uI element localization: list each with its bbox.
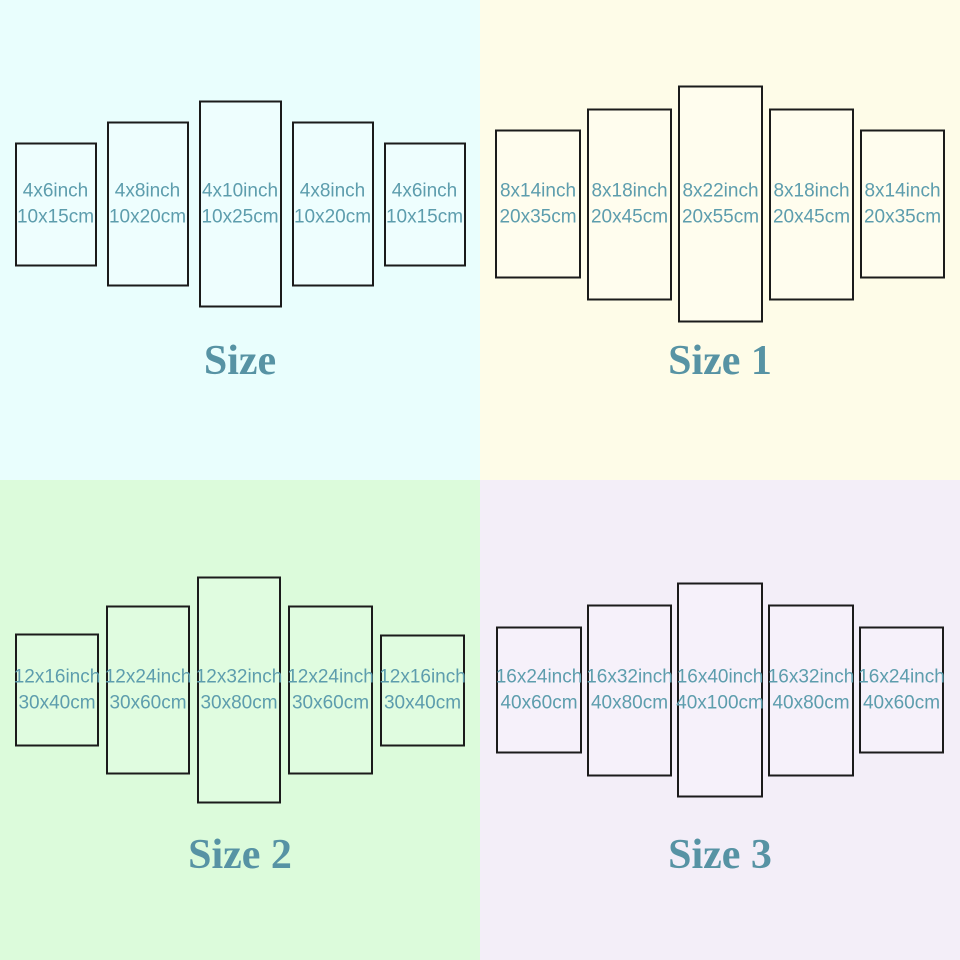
- panel-row: 16x24inch 40x60cm 16x32inch 40x80cm 16x4…: [480, 582, 960, 798]
- panel-size-cm: 30x60cm: [291, 692, 370, 713]
- panel-size-inch: 4x8inch: [114, 180, 181, 201]
- panel-size-cm: 40x60cm: [500, 692, 578, 713]
- panel-size-inch: 4x8inch: [299, 180, 366, 201]
- canvas-panel-5: 16x24inch 40x60cm: [858, 626, 945, 754]
- panel-size-cm: 20x35cm: [863, 206, 942, 227]
- canvas-panel-4: 8x18inch 20x45cm: [769, 108, 854, 300]
- panel-size-inch: 4x6inch: [391, 180, 458, 201]
- panel-size-cm: 40x60cm: [862, 692, 941, 713]
- canvas-panel-2: 4x8inch 10x20cm: [106, 121, 189, 287]
- panel-size-cm: 20x45cm: [772, 206, 851, 227]
- canvas-panel-1: 16x24inch 40x60cm: [495, 626, 583, 754]
- panel-size-cm: 30x40cm: [383, 692, 462, 713]
- panel-size-inch: 8x22inch: [682, 180, 759, 201]
- panel-size-cm: 20x45cm: [590, 206, 669, 227]
- panel-size-inch: 8x14inch: [499, 180, 577, 201]
- panel-row: 4x6inch 10x15cm 4x8inch 10x20cm 4x10inch…: [0, 100, 480, 308]
- canvas-panel-3: 8x22inch 20x55cm: [678, 85, 763, 323]
- panel-size-inch: 12x16inch: [13, 666, 101, 687]
- panel-row: 8x14inch 20x35cm 8x18inch 20x45cm 8x22in…: [480, 85, 960, 323]
- panel-size-cm: 10x25cm: [201, 206, 279, 227]
- panel-size-cm: 40x80cm: [590, 692, 669, 713]
- canvas-panel-1: 8x14inch 20x35cm: [495, 129, 581, 279]
- canvas-panel-4: 4x8inch 10x20cm: [291, 121, 374, 287]
- panel-size-cm: 40x100cm: [676, 692, 764, 713]
- canvas-panel-5: 12x16inch 30x40cm: [379, 634, 466, 746]
- quadrant-size-3: 16x24inch 40x60cm 16x32inch 40x80cm 16x4…: [480, 480, 960, 960]
- panel-size-cm: 30x80cm: [200, 692, 278, 713]
- canvas-panel-4: 12x24inch 30x60cm: [287, 605, 374, 775]
- panel-row: 12x16inch 30x40cm 12x24inch 30x60cm 12x3…: [0, 576, 480, 804]
- panel-size-inch: 16x40inch: [676, 666, 764, 687]
- canvas-panel-3: 4x10inch 10x25cm: [198, 100, 282, 308]
- quadrant-size: 4x6inch 10x15cm 4x8inch 10x20cm 4x10inch…: [0, 0, 480, 480]
- quadrant-title: Size: [203, 338, 277, 384]
- panel-size-cm: 20x55cm: [681, 206, 760, 227]
- panel-size-cm: 10x15cm: [385, 206, 464, 227]
- quadrant-title: Size 3: [668, 832, 772, 878]
- panel-size-inch: 8x18inch: [591, 180, 668, 201]
- panel-size-cm: 10x20cm: [293, 206, 372, 227]
- panel-size-cm: 40x80cm: [772, 692, 850, 713]
- panel-size-cm: 30x60cm: [109, 692, 187, 713]
- quadrant-size-2: 12x16inch 30x40cm 12x24inch 30x60cm 12x3…: [0, 480, 480, 960]
- canvas-panel-4: 16x32inch 40x80cm: [768, 604, 854, 776]
- canvas-panel-2: 12x24inch 30x60cm: [104, 605, 192, 775]
- panel-size-cm: 10x20cm: [108, 206, 187, 227]
- panel-size-inch: 16x32inch: [767, 666, 855, 687]
- canvas-panel-3: 16x40inch 40x100cm: [676, 582, 764, 798]
- panel-size-inch: 12x24inch: [104, 666, 192, 687]
- canvas-panel-1: 12x16inch 30x40cm: [13, 633, 101, 747]
- panel-size-inch: 16x24inch: [495, 666, 583, 687]
- canvas-panel-2: 16x32inch 40x80cm: [586, 604, 673, 776]
- panel-size-cm: 10x15cm: [16, 206, 95, 227]
- panel-size-inch: 12x16inch: [379, 666, 466, 687]
- panel-size-inch: 4x6inch: [22, 180, 89, 201]
- panel-size-inch: 8x14inch: [864, 180, 941, 201]
- panel-size-inch: 16x24inch: [858, 666, 945, 687]
- canvas-panel-2: 8x18inch 20x45cm: [587, 108, 672, 300]
- canvas-panel-1: 4x6inch 10x15cm: [14, 142, 97, 266]
- panel-size-inch: 4x10inch: [201, 180, 279, 201]
- panel-size-inch: 12x32inch: [195, 666, 283, 687]
- quadrant-title: Size 1: [668, 338, 772, 384]
- canvas-panel-3: 12x32inch 30x80cm: [195, 576, 283, 804]
- panel-size-inch: 16x32inch: [586, 666, 673, 687]
- canvas-panel-5: 4x6inch 10x15cm: [383, 142, 466, 266]
- panel-size-cm: 30x40cm: [18, 692, 96, 713]
- panel-size-inch: 12x24inch: [287, 666, 374, 687]
- panel-size-cm: 20x35cm: [499, 206, 577, 227]
- panel-size-inch: 8x18inch: [773, 180, 850, 201]
- quadrant-size-1: 8x14inch 20x35cm 8x18inch 20x45cm 8x22in…: [480, 0, 960, 480]
- quadrant-title: Size 2: [188, 832, 292, 878]
- canvas-panel-5: 8x14inch 20x35cm: [860, 129, 945, 279]
